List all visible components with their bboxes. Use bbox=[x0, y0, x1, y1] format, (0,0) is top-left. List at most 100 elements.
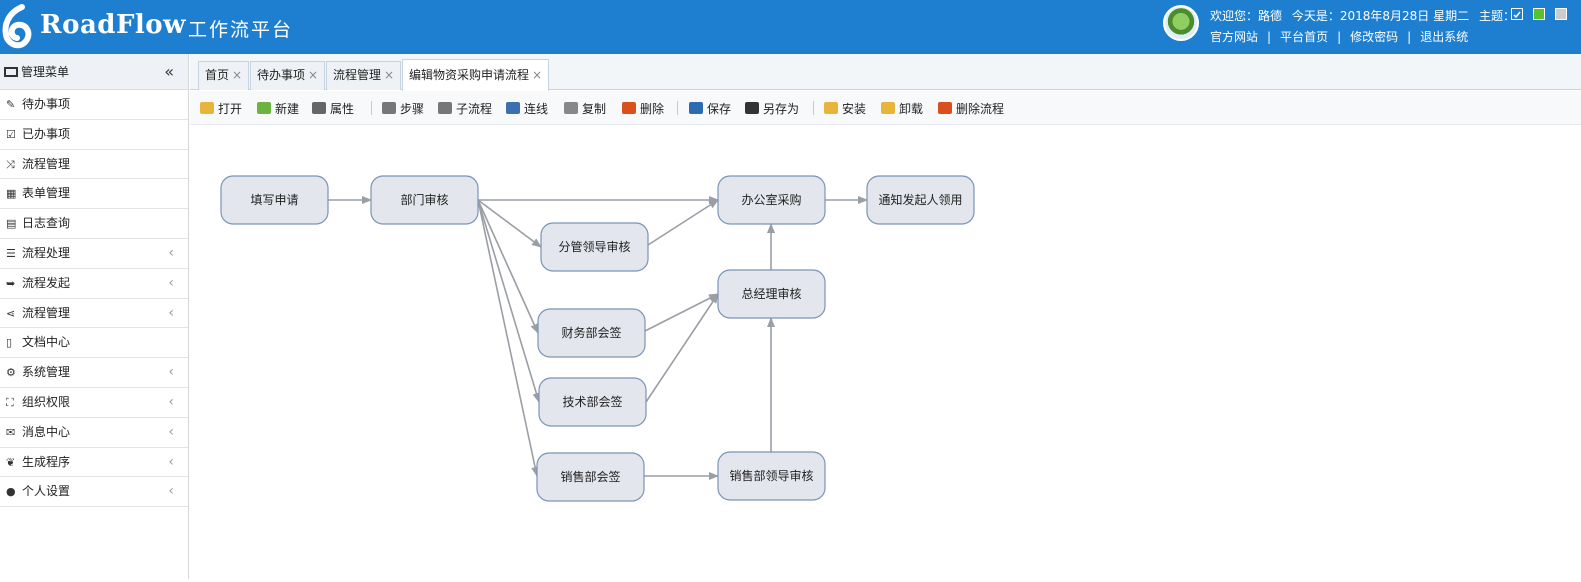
toolbar-button-folder[interactable]: 打开 bbox=[200, 100, 242, 117]
flow-step-label: 部门审核 bbox=[400, 192, 448, 207]
flow-step-n1[interactable]: 填写申请 bbox=[220, 175, 329, 225]
flow-edge-n3-n7[interactable] bbox=[647, 199, 719, 246]
toolbar-button-step[interactable]: 步骤 bbox=[382, 100, 424, 117]
toolbar-button-delete[interactable]: 删除 bbox=[622, 100, 664, 117]
sidebar-item-11[interactable]: ✉消息中心‹ bbox=[0, 418, 188, 448]
toolbar-button-connect[interactable]: 连线 bbox=[506, 100, 548, 117]
toolbar-button-save-as[interactable]: 另存为 bbox=[745, 100, 799, 117]
flow-edge-n2-n3[interactable] bbox=[477, 199, 542, 248]
theme-option-green[interactable] bbox=[1533, 8, 1545, 20]
flow-step-n5[interactable]: 技术部会签 bbox=[538, 377, 647, 427]
sidebar-item-9[interactable]: ⚙系统管理‹ bbox=[0, 358, 188, 388]
flow-step-box bbox=[537, 308, 646, 358]
toolbar-button-copy[interactable]: 复制 bbox=[564, 100, 606, 117]
collapse-sidebar-icon[interactable]: « bbox=[164, 62, 174, 81]
sidebar-item-5[interactable]: ☰流程处理‹ bbox=[0, 239, 188, 269]
flow-step-label: 销售部会签 bbox=[560, 469, 620, 484]
flow-edge-n2-n5[interactable] bbox=[477, 199, 541, 403]
sitemap-icon: ⛶ bbox=[6, 395, 14, 409]
link-change-password[interactable]: 修改密码 bbox=[1350, 30, 1399, 44]
flow-step-n7[interactable]: 办公室采购 bbox=[717, 175, 826, 225]
uninstall-icon bbox=[881, 102, 895, 114]
link-separator: | bbox=[1267, 30, 1272, 44]
sidebar: 管理菜单 « ✎待办事项☑已办事项⤨流程管理▦表单管理▤日志查询☰流程处理‹➥流… bbox=[0, 54, 189, 579]
flow-step-n2[interactable]: 部门审核 bbox=[370, 175, 479, 225]
flow-edge-n2-n6[interactable] bbox=[477, 199, 540, 477]
tab-label: 编辑物资采购申请流程 bbox=[409, 68, 530, 82]
toolbar-separator bbox=[813, 101, 814, 115]
sidebar-item-label: 流程发起 bbox=[22, 275, 71, 290]
sidebar-item-label: 日志查询 bbox=[22, 216, 71, 231]
toolbar-label: 安装 bbox=[842, 102, 867, 116]
flow-step-n4[interactable]: 财务部会签 bbox=[537, 308, 646, 358]
toolbar-label: 新建 bbox=[275, 102, 300, 116]
sidebar-item-12[interactable]: ❦生成程序‹ bbox=[0, 448, 188, 478]
close-icon[interactable]: × bbox=[384, 68, 395, 82]
user-info: 欢迎您：路德 今天是：2018年8月28日 星期二 主题： bbox=[1210, 7, 1521, 24]
tab-label: 流程管理 bbox=[333, 68, 382, 82]
link-logout[interactable]: 退出系统 bbox=[1420, 30, 1469, 44]
close-icon[interactable]: × bbox=[308, 68, 319, 82]
sidebar-item-0[interactable]: ✎待办事项 bbox=[0, 90, 188, 120]
sidebar-item-7[interactable]: ⋖流程管理‹ bbox=[0, 299, 188, 329]
link-official-site[interactable]: 官方网站 bbox=[1210, 30, 1259, 44]
theme-label: 主题： bbox=[1478, 9, 1515, 23]
flow-step-n6[interactable]: 销售部会签 bbox=[536, 452, 645, 502]
user-icon: ● bbox=[6, 485, 16, 499]
flow-edge-n2-n4[interactable] bbox=[477, 199, 539, 334]
flow-step-n9[interactable]: 总经理审核 bbox=[717, 269, 826, 319]
close-icon[interactable]: × bbox=[532, 68, 543, 82]
toolbar-label: 保存 bbox=[707, 102, 732, 116]
designer-toolbar: 打开 新建属性 步骤子流程连线复制删除 保存另存为 安装卸载 删除流程 bbox=[190, 91, 1581, 125]
sidebar-item-6[interactable]: ➥流程发起‹ bbox=[0, 269, 188, 299]
chevron-left-icon[interactable]: ‹ bbox=[168, 274, 174, 291]
avatar[interactable] bbox=[1163, 5, 1199, 41]
flow-canvas[interactable]: 填写申请 部门审核分管领导审核财务部会签技术部会签销售部会签 办公室采购 通知发起人领… bbox=[190, 126, 1581, 579]
chevron-left-icon[interactable]: ‹ bbox=[168, 364, 174, 381]
link-platform-home[interactable]: 平台首页 bbox=[1280, 30, 1329, 44]
chevron-left-icon[interactable]: ‹ bbox=[168, 304, 174, 321]
chevron-left-icon[interactable]: ‹ bbox=[168, 483, 174, 500]
sidebar-item-1[interactable]: ☑已办事项 bbox=[0, 120, 188, 150]
theme-option-default[interactable] bbox=[1511, 8, 1523, 20]
flow-step-n10[interactable]: 销售部领导审核 bbox=[717, 451, 826, 501]
chevron-left-icon[interactable]: ‹ bbox=[168, 244, 174, 261]
app-header: RoadFlow 工作流平台 欢迎您：路德 今天是：2018年8月28日 星期二… bbox=[0, 0, 1581, 54]
toolbar-button-uninstall[interactable]: 卸载 bbox=[881, 100, 923, 117]
flow-step-label: 销售部领导审核 bbox=[729, 468, 813, 483]
close-icon[interactable]: × bbox=[232, 68, 243, 82]
delete-flow-icon bbox=[938, 102, 952, 114]
toolbar-button-tools[interactable]: 属性 bbox=[312, 100, 354, 117]
tab-flow-management[interactable]: 流程管理× bbox=[326, 61, 402, 90]
toolbar-button-new[interactable]: 新建 bbox=[257, 100, 299, 117]
toolbar-separator bbox=[677, 101, 678, 115]
tab-edit-flow[interactable]: 编辑物资采购申请流程× bbox=[402, 59, 550, 91]
toolbar-button-subflow[interactable]: 子流程 bbox=[438, 100, 492, 117]
theme-option-gray[interactable] bbox=[1555, 8, 1567, 20]
tab-home[interactable]: 首页× bbox=[198, 61, 250, 90]
sidebar-item-10[interactable]: ⛶组织权限‹ bbox=[0, 388, 188, 418]
sidebar-item-4[interactable]: ▤ 日志查询 bbox=[0, 209, 188, 239]
sidebar-item-13[interactable]: ●个人设置‹ bbox=[0, 477, 188, 508]
sidebar-item-8[interactable]: ▯文档中心 bbox=[0, 328, 188, 359]
toolbar-button-install[interactable]: 安装 bbox=[824, 100, 866, 117]
flow-step-n8[interactable]: 通知发起人领用 bbox=[866, 175, 975, 225]
file-icon: ▤ bbox=[6, 217, 17, 231]
flow-edge-n5-n9[interactable] bbox=[645, 293, 719, 403]
toolbar-label: 删除流程 bbox=[956, 102, 1005, 116]
leaf-icon: ❦ bbox=[6, 455, 16, 469]
sidebar-item-2[interactable]: ⤨流程管理 bbox=[0, 150, 188, 180]
toolbar-button-save[interactable]: 保存 bbox=[689, 100, 731, 117]
flow-step-n3[interactable]: 分管领导审核 bbox=[540, 222, 649, 272]
chevron-left-icon[interactable]: ‹ bbox=[168, 423, 174, 440]
chevron-left-icon[interactable]: ‹ bbox=[168, 453, 174, 470]
flow-step-label: 办公室采购 bbox=[741, 192, 801, 207]
tab-todo[interactable]: 待办事项× bbox=[250, 61, 326, 90]
chevron-left-icon[interactable]: ‹ bbox=[168, 393, 174, 410]
sidebar-item-3[interactable]: ▦表单管理 bbox=[0, 179, 188, 210]
flow-edge-n4-n9[interactable] bbox=[644, 293, 719, 332]
sidebar-title: 管理菜单 bbox=[21, 65, 70, 79]
flow-step-box bbox=[536, 452, 645, 502]
toolbar-button-delete-flow[interactable]: 删除流程 bbox=[938, 100, 1004, 117]
